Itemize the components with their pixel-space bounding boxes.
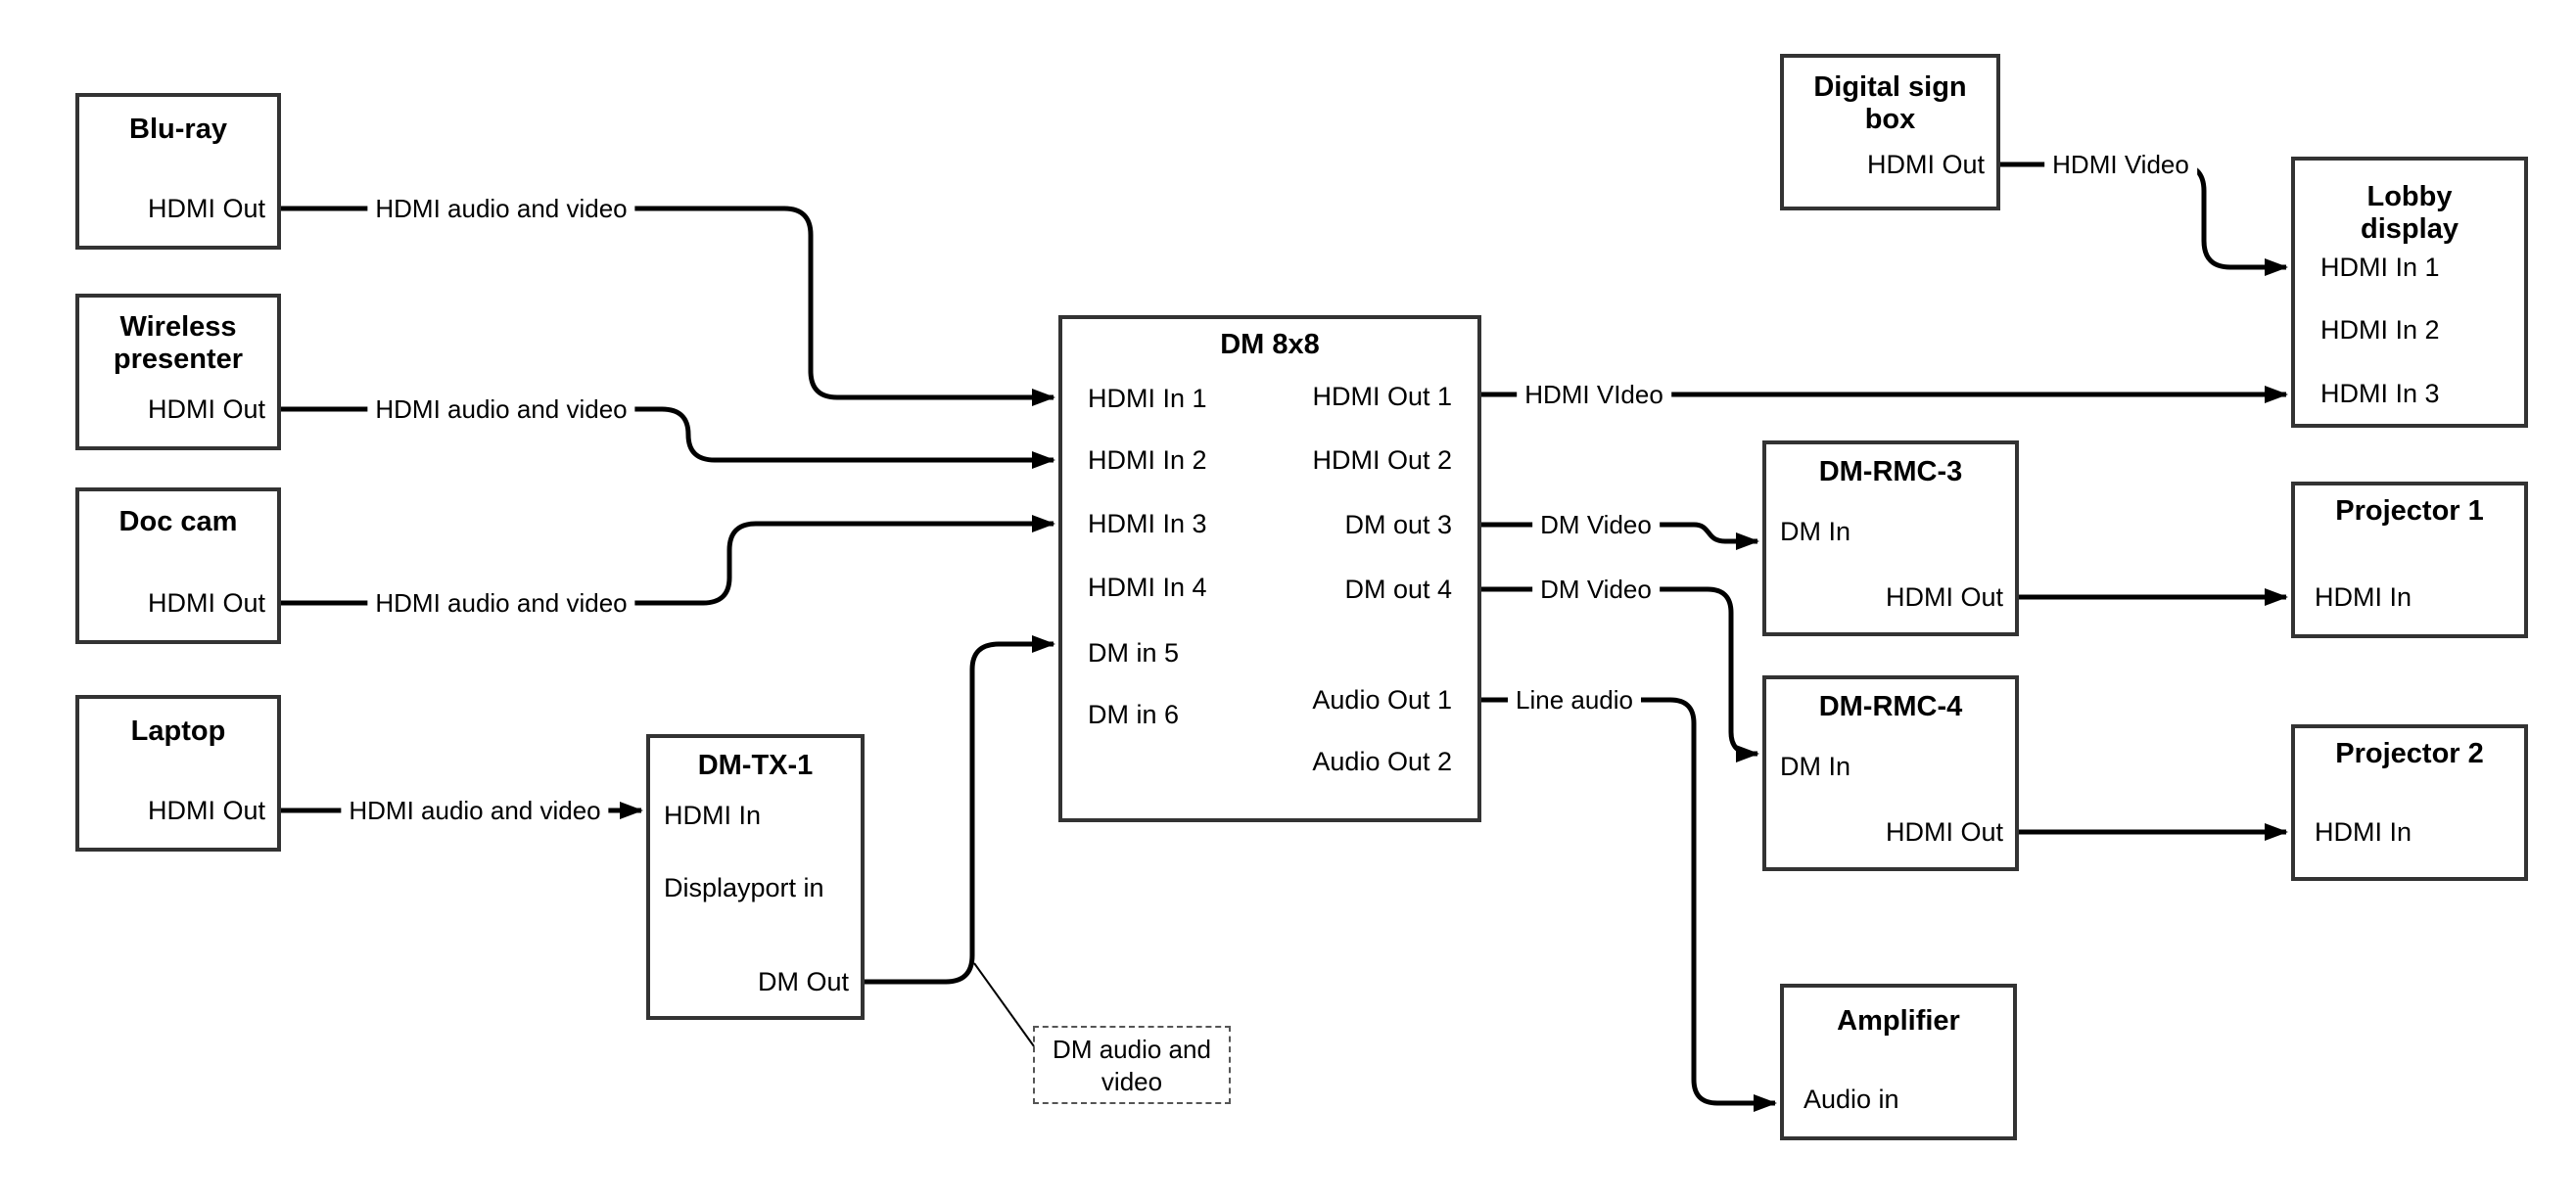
cable-dmtx1-to-dm8x8-in5 bbox=[865, 635, 1055, 985]
port-hdmi-out: HDMI Out bbox=[147, 796, 265, 825]
port-hdmi-in: HDMI In bbox=[2315, 582, 2412, 612]
port-dm-out-4: DM out 4 bbox=[1344, 575, 1452, 604]
note-dm-audio-and-video: DM audio and video bbox=[1033, 1026, 1231, 1104]
node-digital-sign-box: Digital sign box HDMI Out bbox=[1780, 54, 2000, 210]
cable-digitalsign-to-lobby-in1 bbox=[2000, 162, 2288, 276]
port-hdmi-in: HDMI In bbox=[2315, 817, 2412, 847]
node-title: Projector 2 bbox=[2335, 738, 2484, 769]
port-dm-in: DM In bbox=[1780, 752, 1851, 781]
cable-label-laptop: HDMI audio and video bbox=[341, 796, 609, 825]
node-title: DM-RMC-4 bbox=[1818, 691, 1963, 722]
port-hdmi-out: HDMI Out bbox=[1866, 150, 1985, 179]
cable-label-digitalsign: HDMI Video bbox=[2044, 150, 2197, 179]
cable-wireless-to-dm8x8-in2 bbox=[281, 406, 1055, 469]
cable-label-doccam: HDMI audio and video bbox=[367, 588, 635, 618]
port-audio-in: Audio in bbox=[1803, 1085, 1899, 1114]
node-title: Blu-ray bbox=[129, 114, 227, 145]
cable-label-bluray: HDMI audio and video bbox=[367, 194, 635, 223]
node-dm-tx-1: DM-TX-1 HDMI In Displayport in DM Out bbox=[646, 734, 865, 1020]
port-hdmi-in-4: HDMI In 4 bbox=[1088, 573, 1207, 602]
node-title: Projector 1 bbox=[2335, 495, 2484, 527]
node-title: Digital sign box bbox=[1813, 71, 1967, 135]
node-projector-2: Projector 2 HDMI In bbox=[2291, 724, 2528, 881]
node-title: Amplifier bbox=[1837, 1005, 1960, 1037]
port-displayport-in: Displayport in bbox=[664, 873, 824, 902]
port-hdmi-out: HDMI Out bbox=[1885, 582, 2003, 612]
cable-label-audio-out1: Line audio bbox=[1508, 685, 1641, 715]
port-hdmi-in-2: HDMI In 2 bbox=[1088, 445, 1207, 475]
node-lobby-display: Lobby display HDMI In 1 HDMI In 2 HDMI I… bbox=[2291, 157, 2528, 428]
port-audio-out-1: Audio Out 1 bbox=[1312, 685, 1452, 715]
note-leader-line bbox=[973, 962, 1035, 1047]
port-hdmi-out: HDMI Out bbox=[147, 588, 265, 618]
cable-label-hdmi-out1: HDMI VIdeo bbox=[1517, 380, 1671, 409]
node-amplifier: Amplifier Audio in bbox=[1780, 984, 2017, 1140]
cable-dm8x8-out3-to-dmrmc3 bbox=[1481, 522, 1759, 550]
port-hdmi-in: HDMI In bbox=[664, 801, 762, 830]
port-dm-out-3: DM out 3 bbox=[1344, 510, 1452, 539]
port-hdmi-out: HDMI Out bbox=[147, 194, 265, 223]
cable-label-dm-out4: DM Video bbox=[1532, 575, 1660, 604]
node-title: Lobby display bbox=[2361, 181, 2459, 245]
port-dm-in: DM In bbox=[1780, 517, 1851, 546]
port-hdmi-in-1: HDMI In 1 bbox=[2320, 253, 2440, 282]
node-title: Laptop bbox=[130, 716, 226, 747]
port-audio-out-2: Audio Out 2 bbox=[1312, 747, 1452, 776]
port-dm-in-6: DM in 6 bbox=[1088, 700, 1180, 729]
node-title: DM-RMC-3 bbox=[1818, 456, 1963, 487]
cable-label-wireless: HDMI audio and video bbox=[367, 394, 635, 424]
port-hdmi-in-2: HDMI In 2 bbox=[2320, 315, 2440, 345]
node-title: DM-TX-1 bbox=[697, 750, 814, 781]
port-dm-in-5: DM in 5 bbox=[1088, 638, 1180, 668]
port-hdmi-out: HDMI Out bbox=[147, 394, 265, 424]
node-dm-8x8: DM 8x8 HDMI In 1 HDMI In 2 HDMI In 3 HDM… bbox=[1058, 315, 1481, 822]
port-hdmi-out-1: HDMI Out 1 bbox=[1312, 382, 1452, 411]
node-title: Doc cam bbox=[118, 506, 238, 537]
port-hdmi-out-2: HDMI Out 2 bbox=[1312, 445, 1452, 475]
node-laptop: Laptop HDMI Out bbox=[75, 695, 281, 852]
cable-doccam-to-dm8x8-in3 bbox=[281, 515, 1055, 606]
port-hdmi-in-1: HDMI In 1 bbox=[1088, 384, 1207, 413]
node-dm-rmc-4: DM-RMC-4 DM In HDMI Out bbox=[1762, 675, 2019, 871]
cable-bluray-to-dm8x8-in1 bbox=[281, 206, 1055, 406]
node-title: Wireless presenter bbox=[113, 311, 244, 375]
port-hdmi-in-3: HDMI In 3 bbox=[1088, 509, 1207, 538]
cable-dm8x8-audio1-to-amplifier bbox=[1481, 697, 1777, 1112]
port-hdmi-out: HDMI Out bbox=[1885, 817, 2003, 847]
node-doc-cam: Doc cam HDMI Out bbox=[75, 487, 281, 644]
cable-label-dm-out3: DM Video bbox=[1532, 510, 1660, 539]
node-projector-1: Projector 1 HDMI In bbox=[2291, 482, 2528, 638]
node-title: DM 8x8 bbox=[1220, 329, 1320, 360]
cable-dm8x8-out4-to-dmrmc4 bbox=[1481, 586, 1759, 762]
node-bluray: Blu-ray HDMI Out bbox=[75, 93, 281, 250]
port-dm-out: DM Out bbox=[757, 967, 849, 996]
port-hdmi-in-3: HDMI In 3 bbox=[2320, 379, 2440, 408]
node-dm-rmc-3: DM-RMC-3 DM In HDMI Out bbox=[1762, 440, 2019, 636]
node-wireless-presenter: Wireless presenter HDMI Out bbox=[75, 294, 281, 450]
